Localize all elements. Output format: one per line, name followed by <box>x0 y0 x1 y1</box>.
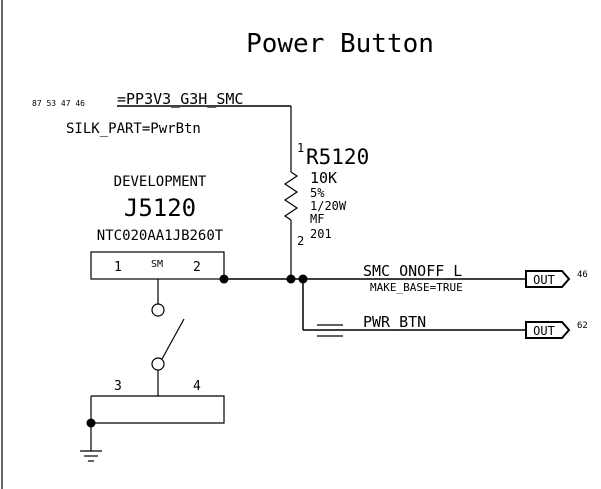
out-flag-pwr-btn <box>525 321 571 339</box>
connector-body-bottom <box>90 395 225 424</box>
connector-pin-4: 4 <box>193 379 201 394</box>
resistor-power: 1/20W <box>310 199 347 213</box>
resistor-refdes: R5120 <box>306 145 369 169</box>
connector-tag: DEVELOPMENT <box>114 174 207 190</box>
net-page-refs: 87 53 47 46 <box>32 99 85 108</box>
out-flag-label-pwr-btn: OUT <box>533 324 555 338</box>
connector-refdes: J5120 <box>124 194 196 222</box>
out-page-ref-smc-onoff-l: 46 <box>577 270 588 280</box>
page-title: Power Button <box>246 29 434 59</box>
connector-pin-3: 3 <box>114 379 122 394</box>
connector-pin-2: 2 <box>193 260 201 275</box>
resistor-pin-1: 1 <box>297 141 304 155</box>
junction-connector-pin2 <box>219 274 229 284</box>
resistor-pin-2: 2 <box>297 234 304 248</box>
resistor-body <box>283 171 299 221</box>
switch-contact-top <box>151 303 165 317</box>
net-label-pwr-btn: PWR_BTN <box>363 313 426 331</box>
resistor-tolerance: 5% <box>310 186 325 200</box>
resistor-package: 201 <box>310 227 332 241</box>
switch-lever <box>161 318 185 360</box>
connector-part-number: NTC020AA1JB260T <box>97 228 224 244</box>
net-label-smc-onoff-l: SMC_ONOFF_L <box>363 262 462 280</box>
resistor-value: 10K <box>310 169 337 187</box>
net-attr-make-base: MAKE_BASE=TRUE <box>370 281 463 294</box>
connector-footprint: SM <box>151 259 163 270</box>
resistor-type: MF <box>310 212 324 226</box>
out-flag-label-smc-onoff-l: OUT <box>533 273 555 287</box>
silk-part-attr: SILK_PART=PwrBtn <box>66 121 201 137</box>
out-page-ref-pwr-btn: 62 <box>577 321 588 331</box>
connector-pin-1: 1 <box>114 260 122 275</box>
switch-contact-bottom <box>151 357 165 371</box>
net-label-pp3v3-g3h-smc: =PP3V3_G3H_SMC <box>117 90 243 108</box>
out-flag-smc-onoff-l <box>525 270 571 288</box>
